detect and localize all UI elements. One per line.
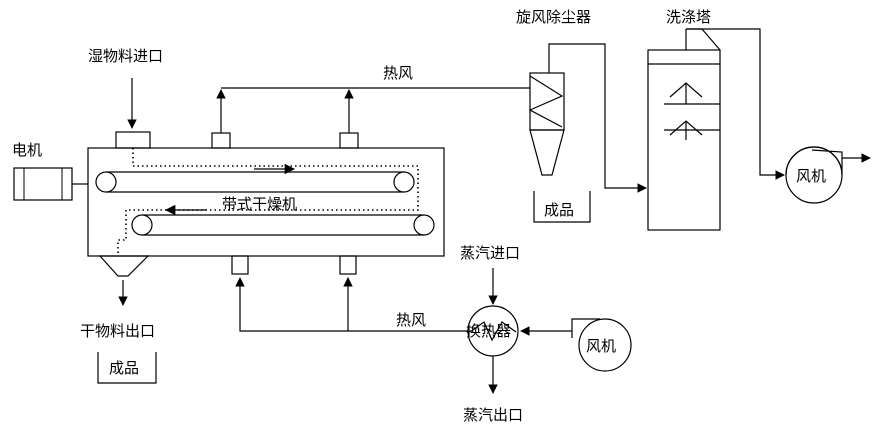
product-bin-left xyxy=(97,352,157,384)
hot-air-top-label: 热风 xyxy=(383,64,413,82)
heat-exchanger xyxy=(467,268,519,394)
cyclone-separator xyxy=(528,43,647,223)
top-hot-air-line xyxy=(216,87,530,133)
scrubber-label: 洗涤塔 xyxy=(666,8,711,26)
wet-inlet-label: 湿物料进口 xyxy=(88,47,163,65)
product-left-label: 成品 xyxy=(109,359,139,377)
material-flow-path xyxy=(117,148,419,256)
dryer-label: 带式干燥机 xyxy=(222,195,297,213)
cyclone-label: 旋风除尘器 xyxy=(516,8,591,26)
steam-in-label: 蒸汽进口 xyxy=(460,244,520,262)
steam-out-label: 蒸汽出口 xyxy=(463,406,523,424)
exhaust-fan xyxy=(785,146,871,204)
hot-air-bottom-label: 热风 xyxy=(396,311,426,329)
belt-dryer xyxy=(87,131,445,277)
heat-exchanger-label: 换热器 xyxy=(466,322,511,340)
bottom-hot-air-line xyxy=(235,277,468,332)
supply-fan xyxy=(520,318,632,372)
motor xyxy=(13,167,88,201)
motor-label: 电机 xyxy=(12,141,42,159)
scrubber-tower xyxy=(647,28,785,231)
product-cyclone-label: 成品 xyxy=(544,201,574,219)
fan-bottom-label: 风机 xyxy=(586,337,616,355)
lower-conveyor-belt xyxy=(131,214,435,236)
dry-outlet-label: 干物料出口 xyxy=(80,322,155,340)
fan-right-label: 风机 xyxy=(796,167,826,185)
upper-conveyor-belt xyxy=(95,171,415,193)
